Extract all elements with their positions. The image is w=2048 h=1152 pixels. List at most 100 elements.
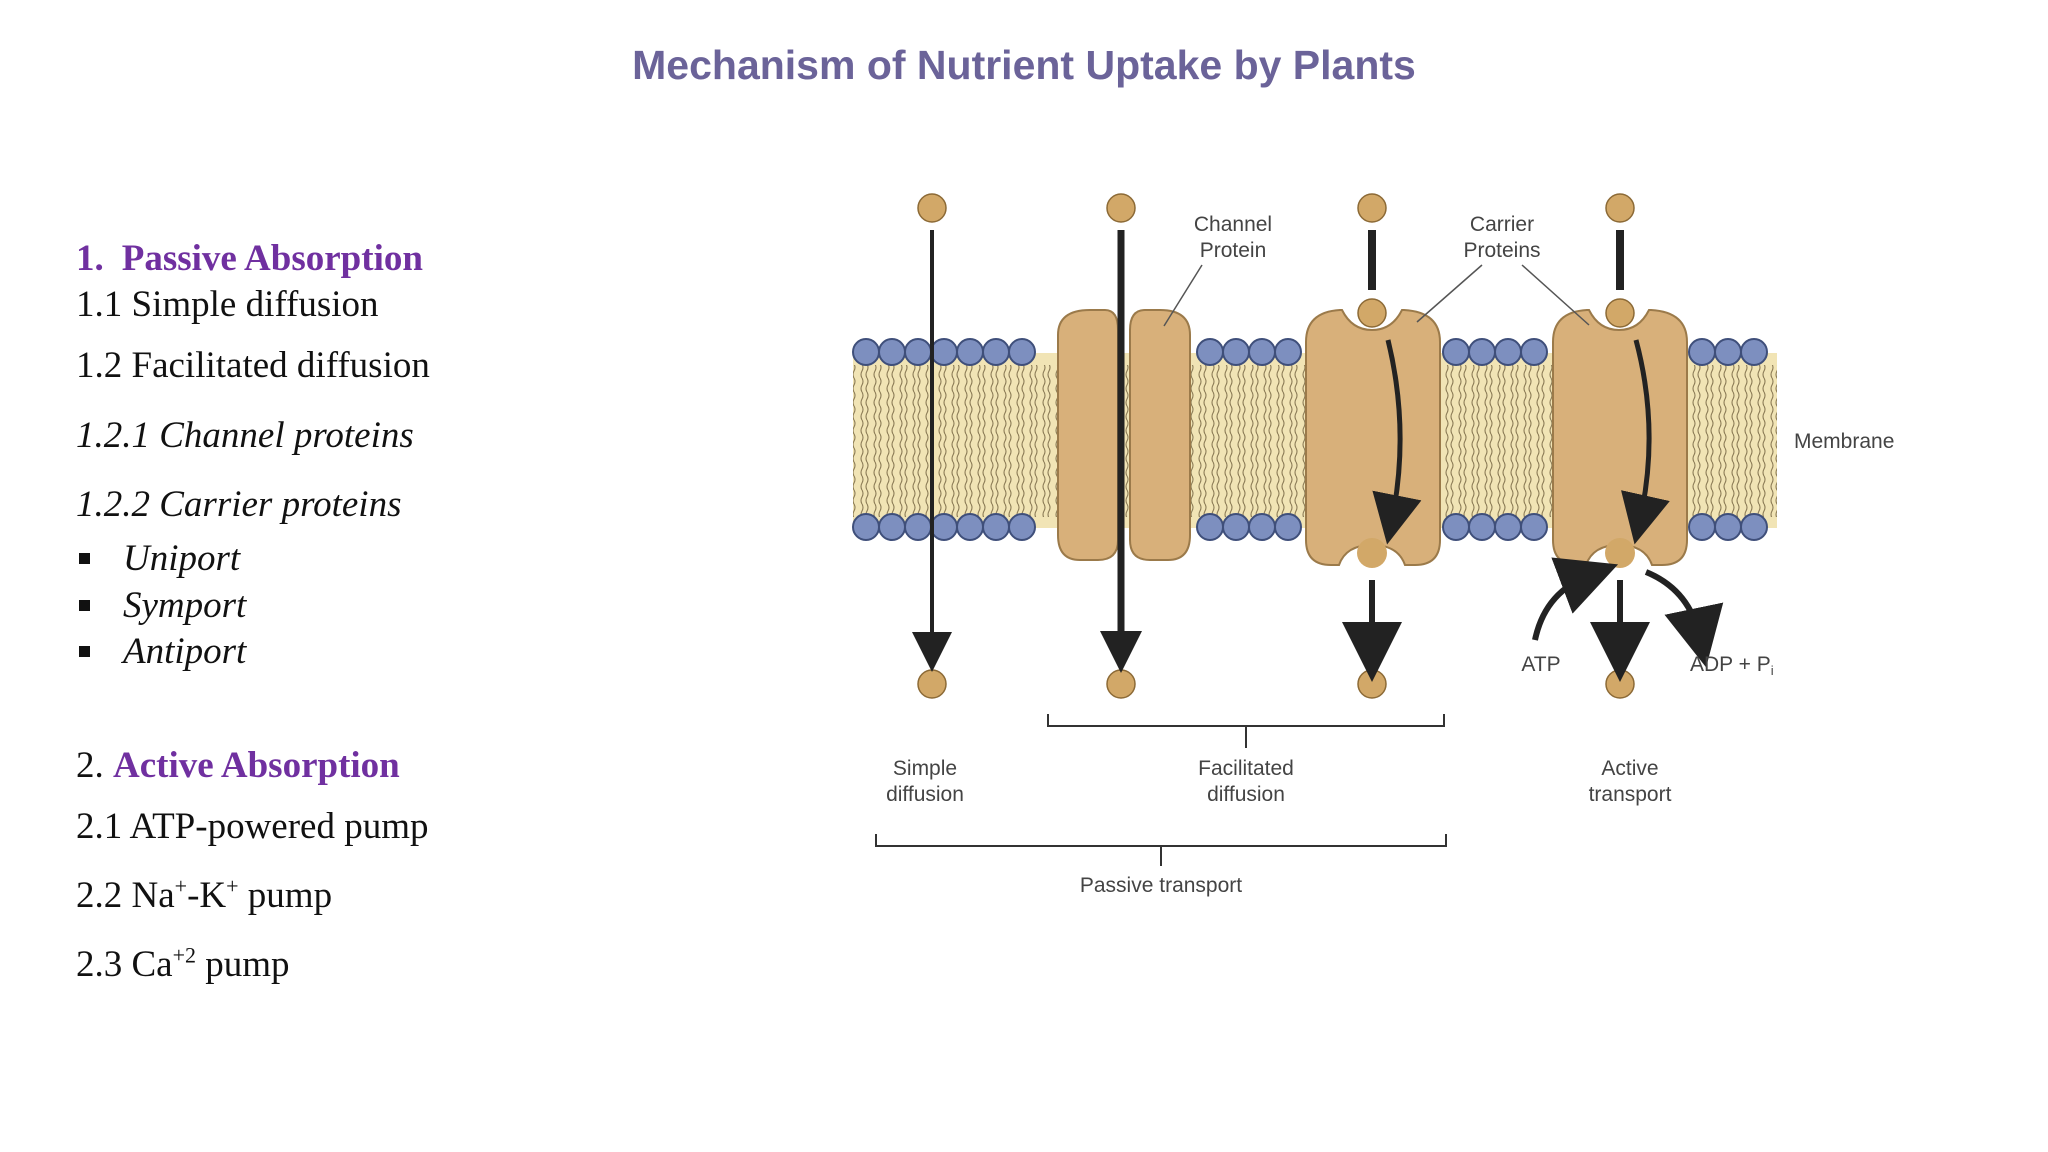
lipid-head	[1196, 513, 1224, 541]
carrier-protein-facilitated	[1305, 309, 1441, 566]
atp-input-arrow	[1532, 557, 1619, 641]
facilitated-diffusion-label-2: diffusion	[1207, 783, 1285, 806]
lipid-head	[1008, 338, 1036, 366]
symport-item: Symport	[123, 585, 247, 626]
lipid-head	[1714, 338, 1742, 366]
ca-suffix: pump	[196, 944, 290, 985]
channel-label-line1: Channel	[1194, 213, 1272, 236]
bullet-square-icon	[79, 600, 90, 611]
lipid-head	[982, 513, 1010, 541]
na-k-pump-item: 2.2 Na+-K+ pump	[76, 874, 332, 917]
solute-molecule	[917, 669, 947, 699]
atp-label: ATP	[1521, 653, 1560, 676]
lipid-head	[1196, 338, 1224, 366]
solute-molecule	[1605, 669, 1635, 699]
facilitated-bracket	[1047, 714, 1445, 727]
lipid-head	[1222, 513, 1250, 541]
simple-diffusion-item: 1.1 Simple diffusion	[76, 284, 379, 325]
solute-in-carrier	[1605, 298, 1635, 328]
lipid-head	[930, 513, 958, 541]
active-heading-text: Active Absorption	[113, 745, 400, 786]
label-leader-lines	[1163, 264, 1590, 327]
active-transport-label-2: transport	[1589, 783, 1672, 806]
atp-pump-item: 2.1 ATP-powered pump	[76, 806, 429, 847]
lipid-head	[878, 338, 906, 366]
lipid-head	[1248, 513, 1276, 541]
active-transport-label-1: Active	[1601, 757, 1658, 780]
passive-bracket	[875, 834, 1447, 847]
lipid-head	[1468, 513, 1496, 541]
slide-title: Mechanism of Nutrient Uptake by Plants	[632, 42, 1416, 88]
passive-transport-label: Passive transport	[1080, 874, 1242, 897]
lipid-head	[852, 338, 880, 366]
lipid-head	[1222, 338, 1250, 366]
channel-protein	[1057, 309, 1191, 561]
passive-absorption-heading: 1. Passive Absorption	[76, 237, 423, 280]
solute-molecule	[1357, 193, 1387, 223]
lipid-heads-bottom	[852, 513, 1768, 541]
passive-number: 1.	[76, 238, 104, 279]
active-path-arrow	[1621, 339, 1670, 545]
solute-molecule	[1106, 669, 1136, 699]
channel-label-line2: Protein	[1200, 239, 1267, 262]
na-k-prefix: 2.2 Na	[76, 875, 175, 916]
solute-in-carrier	[1357, 298, 1387, 328]
na-k-mid: -K	[187, 875, 227, 916]
facilitated-diffusion-item: 1.2 Facilitated diffusion	[76, 345, 430, 386]
lipid-head	[956, 338, 984, 366]
lipid-head	[1494, 513, 1522, 541]
carrier-path-arrow	[1372, 339, 1422, 545]
active-absorption-heading: 2. Active Absorption	[76, 744, 400, 787]
lipid-head	[1688, 338, 1716, 366]
lipid-head	[1688, 513, 1716, 541]
lipid-head	[878, 513, 906, 541]
ca-charge: +2	[172, 942, 197, 968]
ca-prefix: 2.3 Ca	[76, 944, 173, 985]
solute-molecules	[917, 193, 1635, 699]
carrier-proteins-item: 1.2.2 Carrier proteins	[76, 484, 402, 525]
solute-in-carrier	[1357, 538, 1387, 568]
lipid-head	[1442, 513, 1470, 541]
lipid-head	[1274, 338, 1302, 366]
transport-arrows	[912, 230, 1724, 682]
lipid-head	[1494, 338, 1522, 366]
lipid-head	[956, 513, 984, 541]
active-number: 2.	[76, 745, 104, 786]
lipid-head	[1740, 338, 1768, 366]
lipid-head	[1468, 338, 1496, 366]
adp-output-arrow	[1644, 569, 1724, 668]
solute-molecule	[917, 193, 947, 223]
simple-diffusion-label-1: Simple	[893, 757, 957, 780]
ca-pump-item: 2.3 Ca+2 pump	[76, 943, 290, 986]
lipid-head	[1520, 338, 1548, 366]
lipid-head	[1442, 338, 1470, 366]
passive-heading-text: Passive Absorption	[121, 238, 423, 279]
solute-in-carrier	[1605, 538, 1635, 568]
channel-proteins-item: 1.2.1 Channel proteins	[76, 415, 414, 456]
adp-subscript: i	[1771, 663, 1774, 678]
lipid-head	[904, 338, 932, 366]
lipid-head	[904, 513, 932, 541]
solute-molecule	[1106, 193, 1136, 223]
bullet-square-icon	[79, 646, 90, 657]
lipid-head	[930, 338, 958, 366]
adp-text: ADP + P	[1690, 653, 1771, 676]
facilitated-diffusion-label-1: Facilitated	[1198, 757, 1294, 780]
carrier-label-line2: Proteins	[1463, 239, 1540, 262]
lipid-head	[852, 513, 880, 541]
lipid-heads-top	[852, 338, 1768, 366]
lipid-head	[1008, 513, 1036, 541]
lipid-head	[1520, 513, 1548, 541]
simple-diffusion-label-2: diffusion	[886, 783, 964, 806]
lipid-head	[1714, 513, 1742, 541]
antiport-item: Antiport	[123, 631, 247, 672]
adp-label: ADP + Pi	[1690, 653, 1774, 678]
solute-molecule	[1357, 669, 1387, 699]
membrane-label: Membrane	[1794, 430, 1894, 453]
carrier-protein-active	[1552, 309, 1688, 566]
lipid-head	[1248, 338, 1276, 366]
na-charge: +	[174, 873, 188, 899]
k-charge: +	[226, 873, 239, 899]
carrier-label-line1: Carrier	[1470, 213, 1534, 236]
